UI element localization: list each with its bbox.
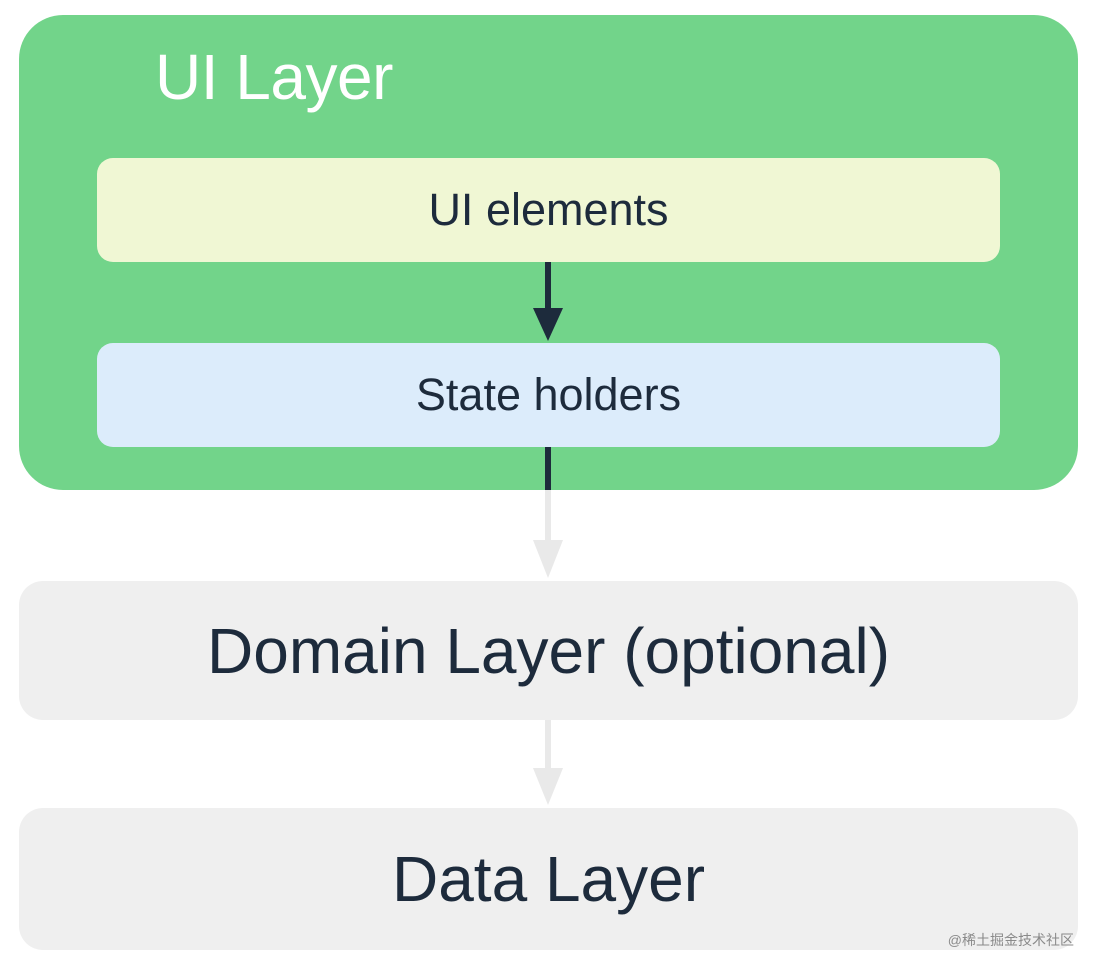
- domain-layer-box: Domain Layer (optional): [19, 581, 1078, 720]
- state-holders-box: State holders: [97, 343, 1000, 447]
- ui-elements-box: UI elements: [97, 158, 1000, 262]
- data-layer-box: Data Layer: [19, 808, 1078, 950]
- ui-elements-label: UI elements: [428, 184, 669, 235]
- watermark-text: @稀土掘金技术社区: [947, 932, 1074, 948]
- ui-layer-title: UI Layer: [155, 41, 393, 113]
- state-holders-label: State holders: [415, 369, 682, 420]
- domain-layer-label: Domain Layer (optional): [207, 614, 890, 687]
- data-layer-label: Data Layer: [391, 843, 706, 915]
- arrow-domain-layer-to-data-layer: [533, 720, 563, 805]
